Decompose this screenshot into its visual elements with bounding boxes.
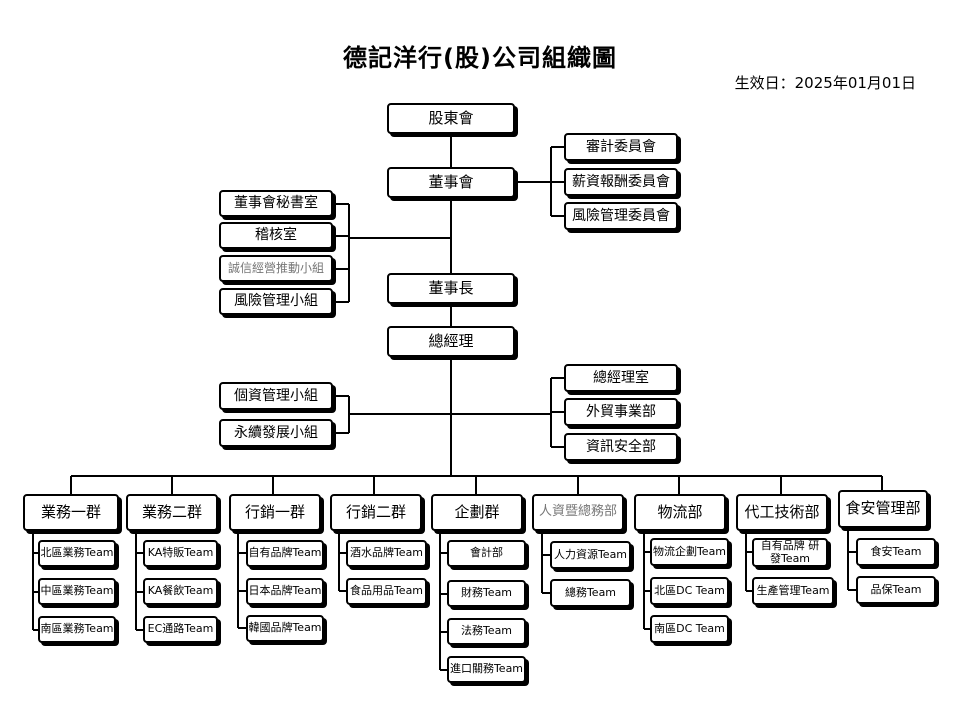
team-box: KA餐飲Team: [143, 578, 218, 605]
team-box: 總務Team: [550, 579, 631, 607]
team-box: 物流企劃Team: [650, 538, 729, 566]
division-food-safety: 食安管理部: [838, 490, 928, 528]
team-box: 酒水品牌Team: [346, 540, 427, 567]
box-integrity-group: 誠信經營推動小組: [219, 255, 333, 282]
team-box: 食品用品Team: [346, 578, 427, 605]
team-box: 日本品牌Team: [246, 578, 324, 605]
division-logistics: 物流部: [634, 494, 726, 531]
team-box: 進口關務Team: [447, 656, 526, 683]
division-planning: 企劃群: [431, 494, 523, 531]
division-marketing-1: 行銷一群: [229, 494, 321, 531]
box-risk-group: 風險管理小組: [219, 288, 333, 315]
box-privacy-group: 個資管理小組: [219, 382, 333, 410]
box-audit-office: 稽核室: [219, 222, 333, 249]
chart-title: 德記洋行(股)公司組織圖: [343, 44, 617, 72]
team-box: 韓國品牌Team: [246, 615, 324, 642]
team-box: 北區業務Team: [38, 540, 116, 567]
team-box: 財務Team: [447, 580, 526, 607]
team-box: 會計部: [447, 540, 526, 567]
box-risk-committee: 風險管理委員會: [564, 202, 678, 230]
team-box: 人力資源Team: [550, 541, 631, 569]
team-box: 自有品牌Team: [246, 540, 324, 567]
team-box: 法務Team: [447, 618, 526, 645]
box-gm: 總經理: [387, 326, 515, 357]
division-marketing-2: 行銷二群: [330, 494, 422, 531]
box-remuneration-committee: 薪資報酬委員會: [564, 168, 678, 196]
team-box: 生產管理Team: [752, 577, 834, 605]
team-box: 北區DC Team: [650, 577, 729, 605]
box-board: 董事會: [387, 167, 515, 198]
box-gm-office: 總經理室: [564, 364, 678, 392]
team-box: 自有品牌 研發Team: [752, 538, 828, 567]
division-sales-2: 業務二群: [126, 494, 218, 531]
box-foreign-trade: 外貿事業部: [564, 398, 678, 426]
box-board-secretariat: 董事會秘書室: [219, 190, 333, 217]
team-box: 南區業務Team: [38, 616, 116, 643]
box-infosec: 資訊安全部: [564, 433, 678, 461]
team-box: 品保Team: [856, 576, 936, 604]
team-box: 食安Team: [856, 538, 936, 566]
division-oem-tech: 代工技術部: [736, 494, 828, 531]
team-box: EC通路Team: [143, 616, 218, 643]
team-box: 中區業務Team: [38, 578, 116, 605]
box-chairman: 董事長: [387, 273, 515, 304]
division-sales-1: 業務一群: [23, 494, 119, 531]
box-shareholders: 股東會: [387, 103, 515, 134]
box-audit-committee: 審計委員會: [564, 133, 678, 161]
team-box: 南區DC Team: [650, 615, 729, 643]
box-sustainability-group: 永續發展小組: [219, 419, 333, 447]
division-hr-admin: 人資暨總務部: [532, 494, 624, 531]
team-box: KA特販Team: [143, 540, 218, 567]
effective-date: 生效日：2025年01月01日: [734, 74, 916, 92]
